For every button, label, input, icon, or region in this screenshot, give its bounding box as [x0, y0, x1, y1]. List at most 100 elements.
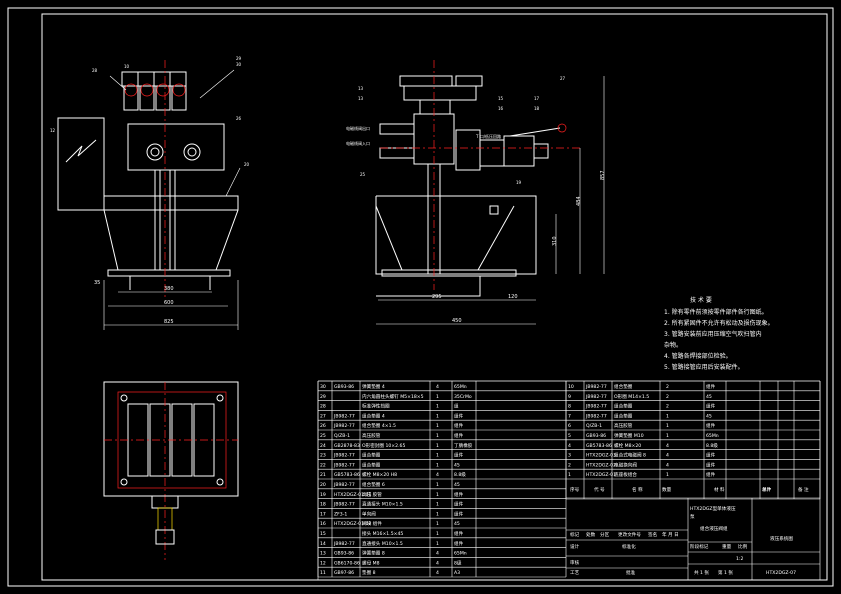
side-tank	[375, 195, 537, 275]
parts-left-r10-c1: JB982-77	[333, 482, 355, 488]
parts-right-r5-c4: 65Mn	[706, 433, 719, 439]
sig-approve: 批准	[626, 569, 636, 576]
parts-left-r9-c0: 21	[320, 472, 326, 478]
parts-left-r12-c3: 1	[436, 502, 439, 508]
parts-right-r0-c3: 2	[666, 384, 669, 390]
tech-req-5: 4. 管路各焊接部位检验。	[664, 352, 732, 360]
parts-left-r6-c1: GB2878-83	[334, 443, 360, 449]
motor-box	[57, 117, 105, 211]
parts-right-r0-c2: 组合垫圈	[614, 383, 633, 390]
parts-right-r6-c0: 4	[568, 443, 571, 449]
parts-right-r6-c4: 8.8级	[706, 442, 718, 449]
parts-left-r16-c4: 组件	[454, 540, 464, 547]
parts-left-r12-c2: 直通接头 M10×1.5	[362, 501, 403, 508]
parts-left-r8-c4: 45	[454, 462, 460, 468]
parts-left-r14-c0: 16	[320, 521, 326, 527]
parts-left-r0-c3: 4	[436, 384, 439, 390]
dim-450: 450	[452, 318, 462, 324]
parts-left-r9-c4: 8.8级	[454, 471, 466, 478]
parts-left-r3-c0: 27	[320, 413, 326, 419]
dim-120: 120	[508, 294, 518, 300]
parts-left-r13-c1: ZF3-1	[334, 511, 347, 517]
dim-380: 380	[164, 286, 174, 292]
parts-right-r3-c4: 45	[706, 413, 712, 419]
parts-left-r7-c3: 1	[436, 453, 439, 459]
parts-left-r17-c3: 4	[436, 551, 439, 557]
parts-right-r1-c1: JB982-77	[585, 394, 607, 400]
parts-right-r7-c2: 组合式电磁阀 8	[614, 452, 646, 459]
side-callout-19: 19	[516, 180, 522, 185]
parts-right-r2-c3: 2	[666, 404, 669, 410]
parts-left-r9-c2: 螺栓 M8×20 H8	[362, 471, 397, 478]
parts-left-r2-c2: 标准弹性挡圈	[362, 403, 390, 410]
parts-left-r5-c0: 25	[320, 433, 326, 439]
side-callout-18: 18	[534, 106, 540, 111]
parts-left-r6-c2: O形密封圈 10×2.65	[362, 442, 405, 449]
sig-4: 签名	[648, 531, 657, 538]
title-scale: 1:2	[736, 556, 743, 562]
dim-825: 825	[164, 319, 174, 325]
parts-left-r11-c1: HTX2DGZ-01-01	[334, 492, 372, 498]
parts-left-r0-c4: 65Mn	[454, 384, 467, 390]
parts-right-r7-c1: HTX2DGZ-03	[586, 453, 616, 459]
parts-right-r6-c1: GB5783-86	[586, 443, 612, 449]
sig-3: 更改文件号	[618, 531, 641, 538]
title-company-line2: 泵	[690, 514, 695, 520]
parts-header-1: 代 号	[594, 486, 605, 493]
parts-left-r2-c3: 1	[436, 404, 439, 410]
parts-left-r13-c0: 17	[320, 511, 326, 517]
front-callouts: 28 29 30 26 20 10 12	[50, 56, 250, 167]
side-callout-17: 17	[534, 96, 540, 101]
stage-label-0: 阶段标记	[690, 543, 709, 550]
parts-left-r10-c3: 1	[436, 482, 439, 488]
tech-requirements: 技 术 要 1. 除有零件前须按零件部件各行图纸。 2. 所有紧固件不允许有松动…	[664, 296, 774, 371]
parts-left-r1-c0: 29	[320, 394, 326, 400]
sig-design: 设计	[570, 543, 580, 550]
parts-left-r18-c2: 螺母 M8	[362, 559, 380, 566]
parts-right-r3-c0: 7	[568, 413, 571, 419]
parts-right-r9-c1: HTX2DGZ-01	[586, 472, 616, 478]
stage-label-2: 比例	[738, 543, 748, 550]
label-return: T 口/低压回路	[475, 133, 501, 139]
sig-standard: 标准化	[622, 543, 636, 550]
label-inlet: 电磁线阀入口	[346, 140, 370, 146]
parts-left-r5-c3: 1	[436, 433, 439, 439]
callout-29: 29	[236, 56, 242, 61]
parts-left-r15-c0: 15	[320, 531, 326, 537]
parts-right-r1-c3: 2	[666, 394, 669, 400]
parts-left-r10-c0: 20	[320, 482, 326, 488]
callout-10: 10	[124, 64, 130, 69]
valve-stack	[121, 71, 187, 111]
parts-left-r19-c2: 垫圈 8	[362, 569, 376, 576]
parts-left-r17-c2: 弹簧垫圈 8	[362, 550, 385, 557]
sig-review: 审核	[570, 559, 580, 566]
dim-310: 310	[552, 236, 558, 246]
parts-left-r9-c1: GB5783-86	[334, 472, 360, 478]
parts-left-r13-c3: 1	[436, 511, 439, 517]
parts-header-0: 序号	[570, 486, 580, 493]
parts-left-r3-c1: JB982-77	[333, 413, 355, 419]
parts-left-r15-c4: 组件	[454, 530, 464, 537]
parts-left-r8-c3: 1	[436, 462, 439, 468]
parts-left-r18-c4: 8级	[454, 559, 462, 566]
sig-process: 工艺	[570, 570, 580, 576]
tech-req-4: 杂物。	[664, 341, 682, 349]
title-company-line1: HTX2DGZ型单体液压	[690, 505, 736, 512]
parts-left-r7-c0: 23	[320, 453, 326, 459]
stage-label-1: 重量	[722, 543, 732, 550]
dim-35: 35	[94, 280, 100, 286]
title-sheet-2: 第 1 张	[718, 569, 733, 576]
dim-857: 857	[600, 170, 606, 180]
parts-left-r11-c0: 19	[320, 492, 326, 498]
parts-right-r4-c4: 组件	[706, 422, 716, 429]
parts-right-r0-c4: 组件	[706, 383, 716, 390]
tech-req-6: 5. 管路接管应用后安装配件。	[664, 363, 744, 371]
side-callout-25: 25	[360, 172, 366, 177]
parts-left-r16-c0: 14	[320, 541, 326, 547]
parts-left-r2-c0: 28	[320, 404, 326, 410]
parts-left-r15-c3: 1	[436, 531, 439, 537]
parts-right-r3-c2: 组合垫圈	[614, 412, 633, 419]
parts-left-r3-c4: 组件	[454, 412, 464, 419]
parts-right-r5-c2: 弹簧垫圈 M10	[614, 432, 644, 439]
